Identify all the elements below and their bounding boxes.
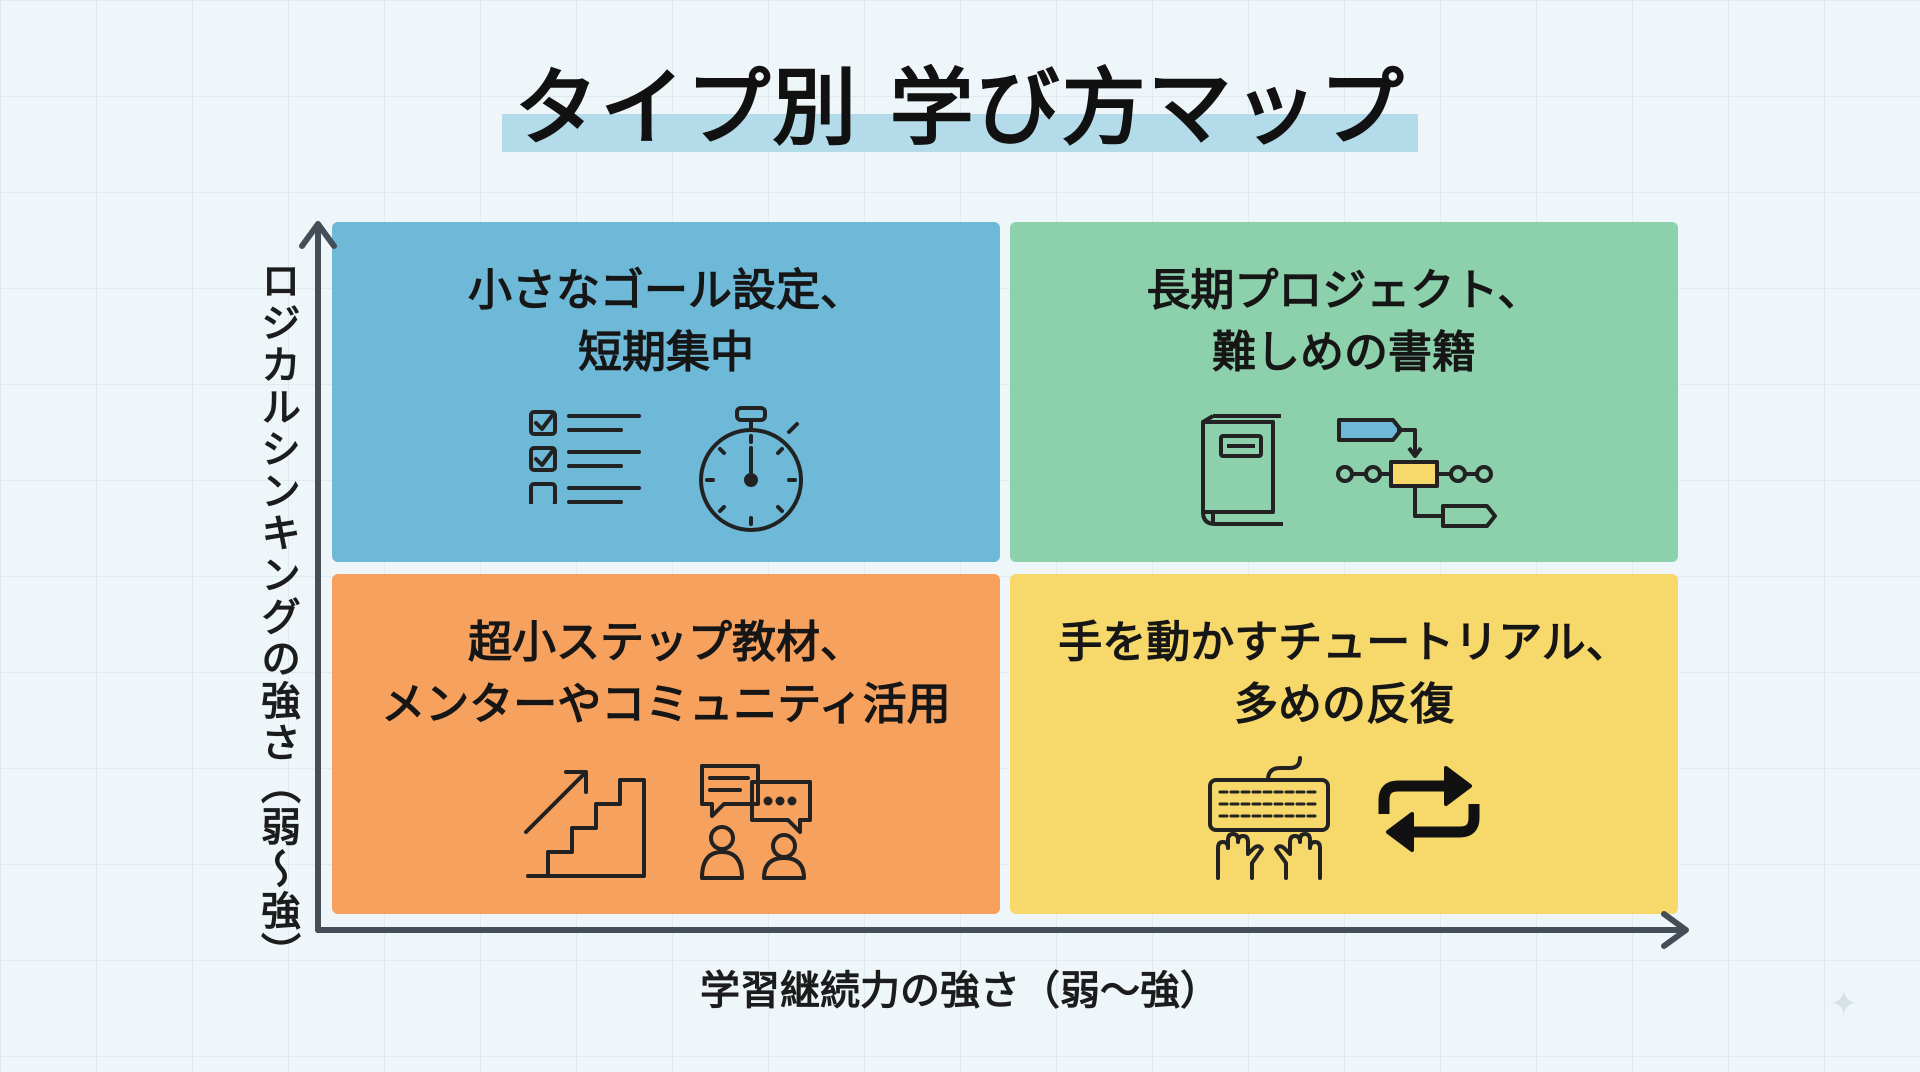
quadrant-label-line2: 短期集中	[578, 327, 754, 378]
quadrant-top-left: 小さなゴール設定、 短期集中	[332, 222, 1000, 562]
checklist-icon	[529, 410, 641, 504]
community-chat-icon	[700, 764, 812, 880]
quadrant-label-line2: 難しめの書籍	[1212, 327, 1476, 378]
y-axis-label: ロジカルシンキングの強さ（弱～強）	[254, 260, 300, 974]
title-wrap: タイプ別 学び方マップ	[0, 62, 1920, 154]
title-text: タイプ別 学び方マップ	[514, 59, 1406, 157]
x-axis-label: 学習継続力の強さ（弱～強）	[700, 968, 1220, 1014]
quadrant-label-line2: 多めの反復	[1234, 679, 1454, 730]
quadrant-label-line2: メンターやコミュニティ活用	[381, 679, 951, 730]
icon-row	[1010, 412, 1678, 532]
quadrant-label: 長期プロジェクト、 難しめの書籍	[1146, 260, 1541, 384]
flowchart-icon	[1336, 418, 1497, 528]
icon-row	[332, 760, 1000, 884]
quadrant-label: 超小ステップ教材、 メンターやコミュニティ活用	[381, 612, 950, 736]
quadrant-label-line1: 超小ステップ教材、	[467, 617, 864, 668]
book-icon	[1201, 414, 1283, 526]
quadrant-bottom-right: 手を動かすチュートリアル、 多めの反復	[1010, 574, 1678, 914]
quadrant-top-right: 長期プロジェクト、 難しめの書籍	[1010, 222, 1678, 562]
quadrant-label-line1: 手を動かすチュートリアル、	[1058, 617, 1630, 668]
y-axis-arrow	[299, 221, 337, 249]
stairs-icon	[524, 770, 646, 878]
quadrant-label: 手を動かすチュートリアル、 多めの反復	[1058, 612, 1630, 736]
repeat-icon	[1378, 766, 1480, 852]
icon-row	[332, 404, 1000, 534]
quadrant-bottom-left: 超小ステップ教材、 メンターやコミュニティ活用	[332, 574, 1000, 914]
x-axis-arrow	[1661, 911, 1689, 949]
sparkle-icon: ✦	[1829, 984, 1859, 1024]
keyboard-hands-icon	[1208, 756, 1330, 880]
page-title: タイプ別 学び方マップ	[502, 59, 1418, 157]
icon-row	[1010, 754, 1678, 884]
stopwatch-icon	[699, 406, 803, 532]
quadrant-label: 小さなゴール設定、 短期集中	[468, 260, 864, 384]
quadrant-label-line1: 小さなゴール設定、	[468, 265, 864, 316]
quadrant-label-line1: 長期プロジェクト、	[1146, 265, 1542, 316]
